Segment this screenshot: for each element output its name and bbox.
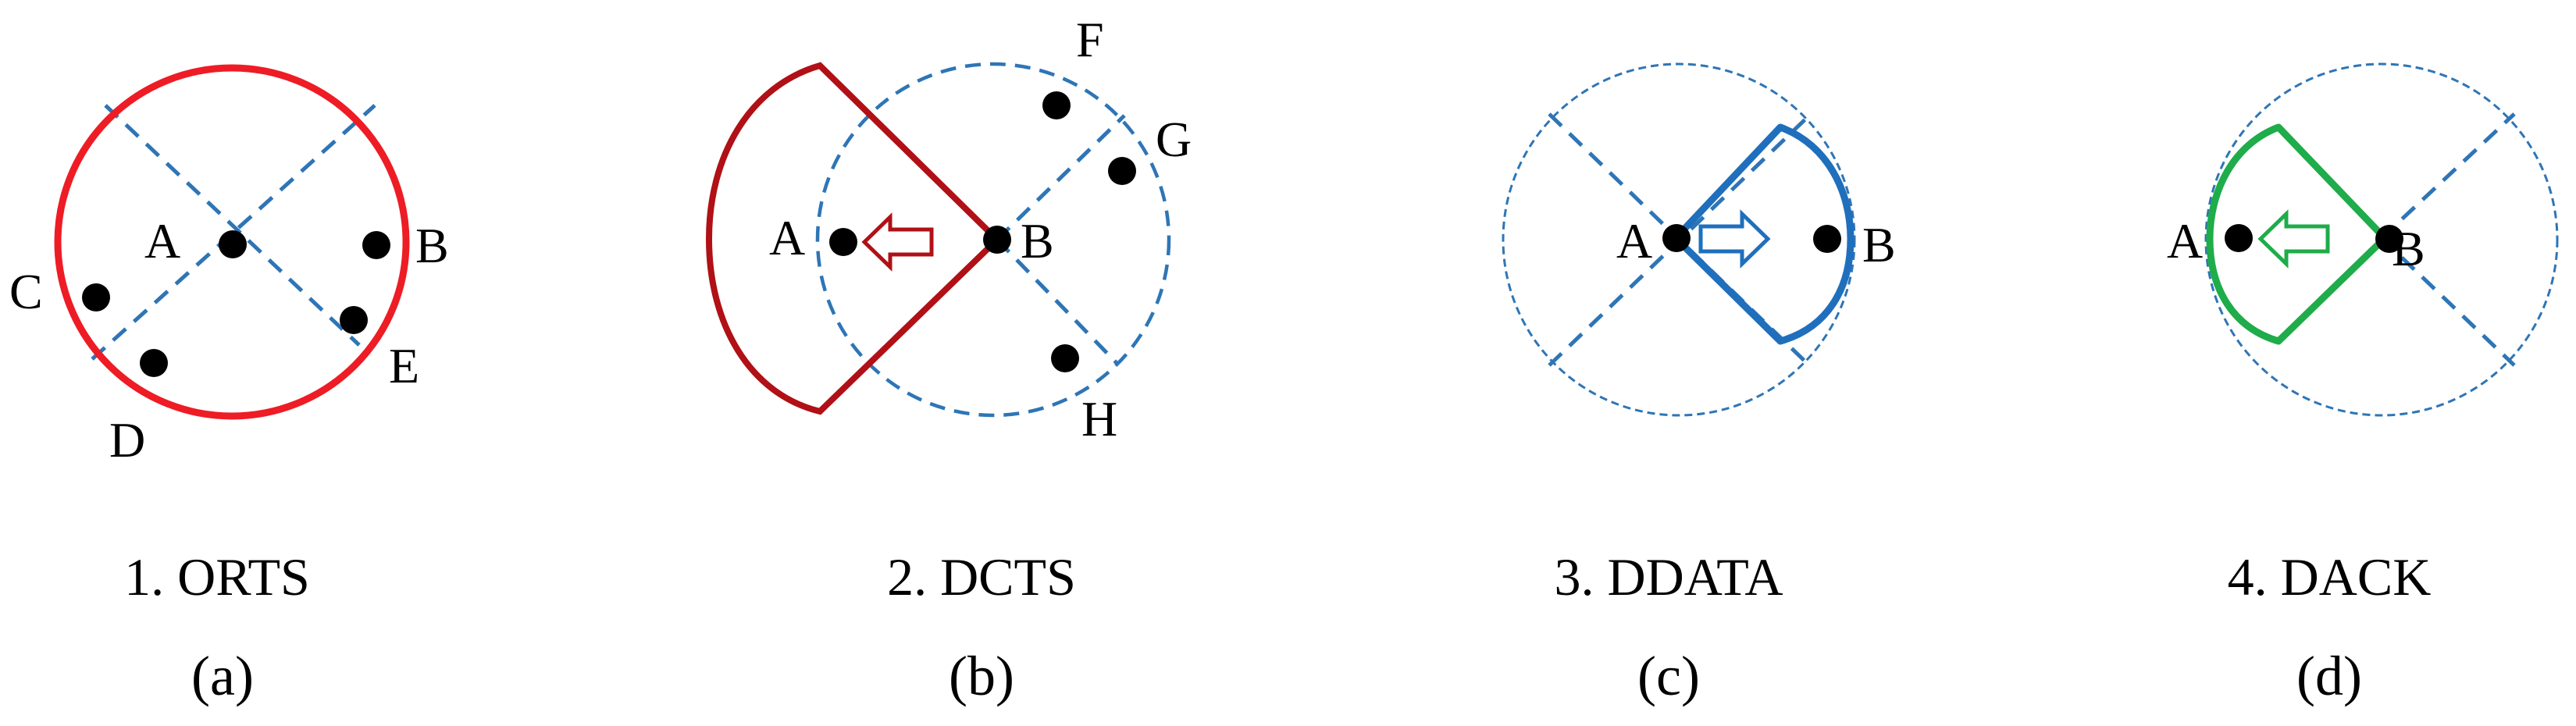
directional-sector [2206,123,2389,345]
panel-c-caption: 3. DDATA [1555,547,1783,607]
node-h-dot [1051,344,1079,372]
dashed-diagonal-2 [996,238,1118,365]
node-b-dot [1813,225,1841,253]
node-e-dot [340,306,368,334]
node-a-label: A [1616,213,1652,269]
node-b-label: B [1862,217,1896,272]
panel-b: A B F G H 2. DCTS (b) [705,12,1192,707]
dashed-range-circle [2204,62,2559,417]
node-a-label: A [2167,213,2203,269]
dashed-diagonal-2 [104,104,361,347]
dashed-diagonal-1 [91,104,376,361]
dashed-diagonal-1 [996,114,1126,241]
panel-d: A B 4. DACK (d) [2167,62,2559,707]
panel-a-sublabel: (a) [191,645,254,707]
node-a-dot [1662,224,1691,252]
panel-b-sublabel: (b) [949,645,1014,707]
directional-sector [705,62,1002,415]
direction-arrow-right [1698,209,1771,269]
panel-d-sublabel: (d) [2296,645,2362,707]
dashed-diagonal-2 [2380,237,2516,367]
node-a-label: A [144,213,180,269]
dashed-range-circle [1502,62,1856,417]
node-d-dot [140,349,168,377]
direction-arrow-left [2257,209,2330,269]
dashed-diagonal-1 [2380,112,2516,240]
node-b-dot [362,231,390,259]
panel-a: A B C D E 1. ORTS (a) [9,64,449,707]
node-b-dot [983,226,1011,254]
node-c-label: C [9,264,43,319]
node-g-label: G [1156,112,1192,167]
node-a-dot [219,230,247,258]
node-f-dot [1042,91,1071,119]
node-d-label: D [109,412,145,468]
directional-sector [1672,123,1855,345]
node-b-label: B [2392,221,2425,276]
panel-a-caption: 1. ORTS [124,547,310,607]
node-a-dot [2225,224,2253,252]
node-a-label: A [769,210,805,265]
node-b-label: B [415,218,449,273]
panel-d-caption: 4. DACK [2228,547,2432,607]
node-h-label: H [1081,391,1117,447]
panel-c-sublabel: (c) [1637,645,1700,707]
node-f-label: F [1076,12,1104,67]
node-c-dot [82,283,110,311]
panel-c: A B 3. DDATA (c) [1502,62,1896,707]
panel-b-caption: 2. DCTS [887,547,1076,607]
node-e-label: E [389,338,419,393]
node-a-dot [829,228,857,256]
node-b-label: B [1021,213,1054,269]
node-b-dot [2375,225,2403,253]
direction-arrow-left [861,212,934,272]
node-g-dot [1108,157,1136,185]
omni-range-circle [54,64,410,420]
dashed-range-circle [815,62,1171,418]
